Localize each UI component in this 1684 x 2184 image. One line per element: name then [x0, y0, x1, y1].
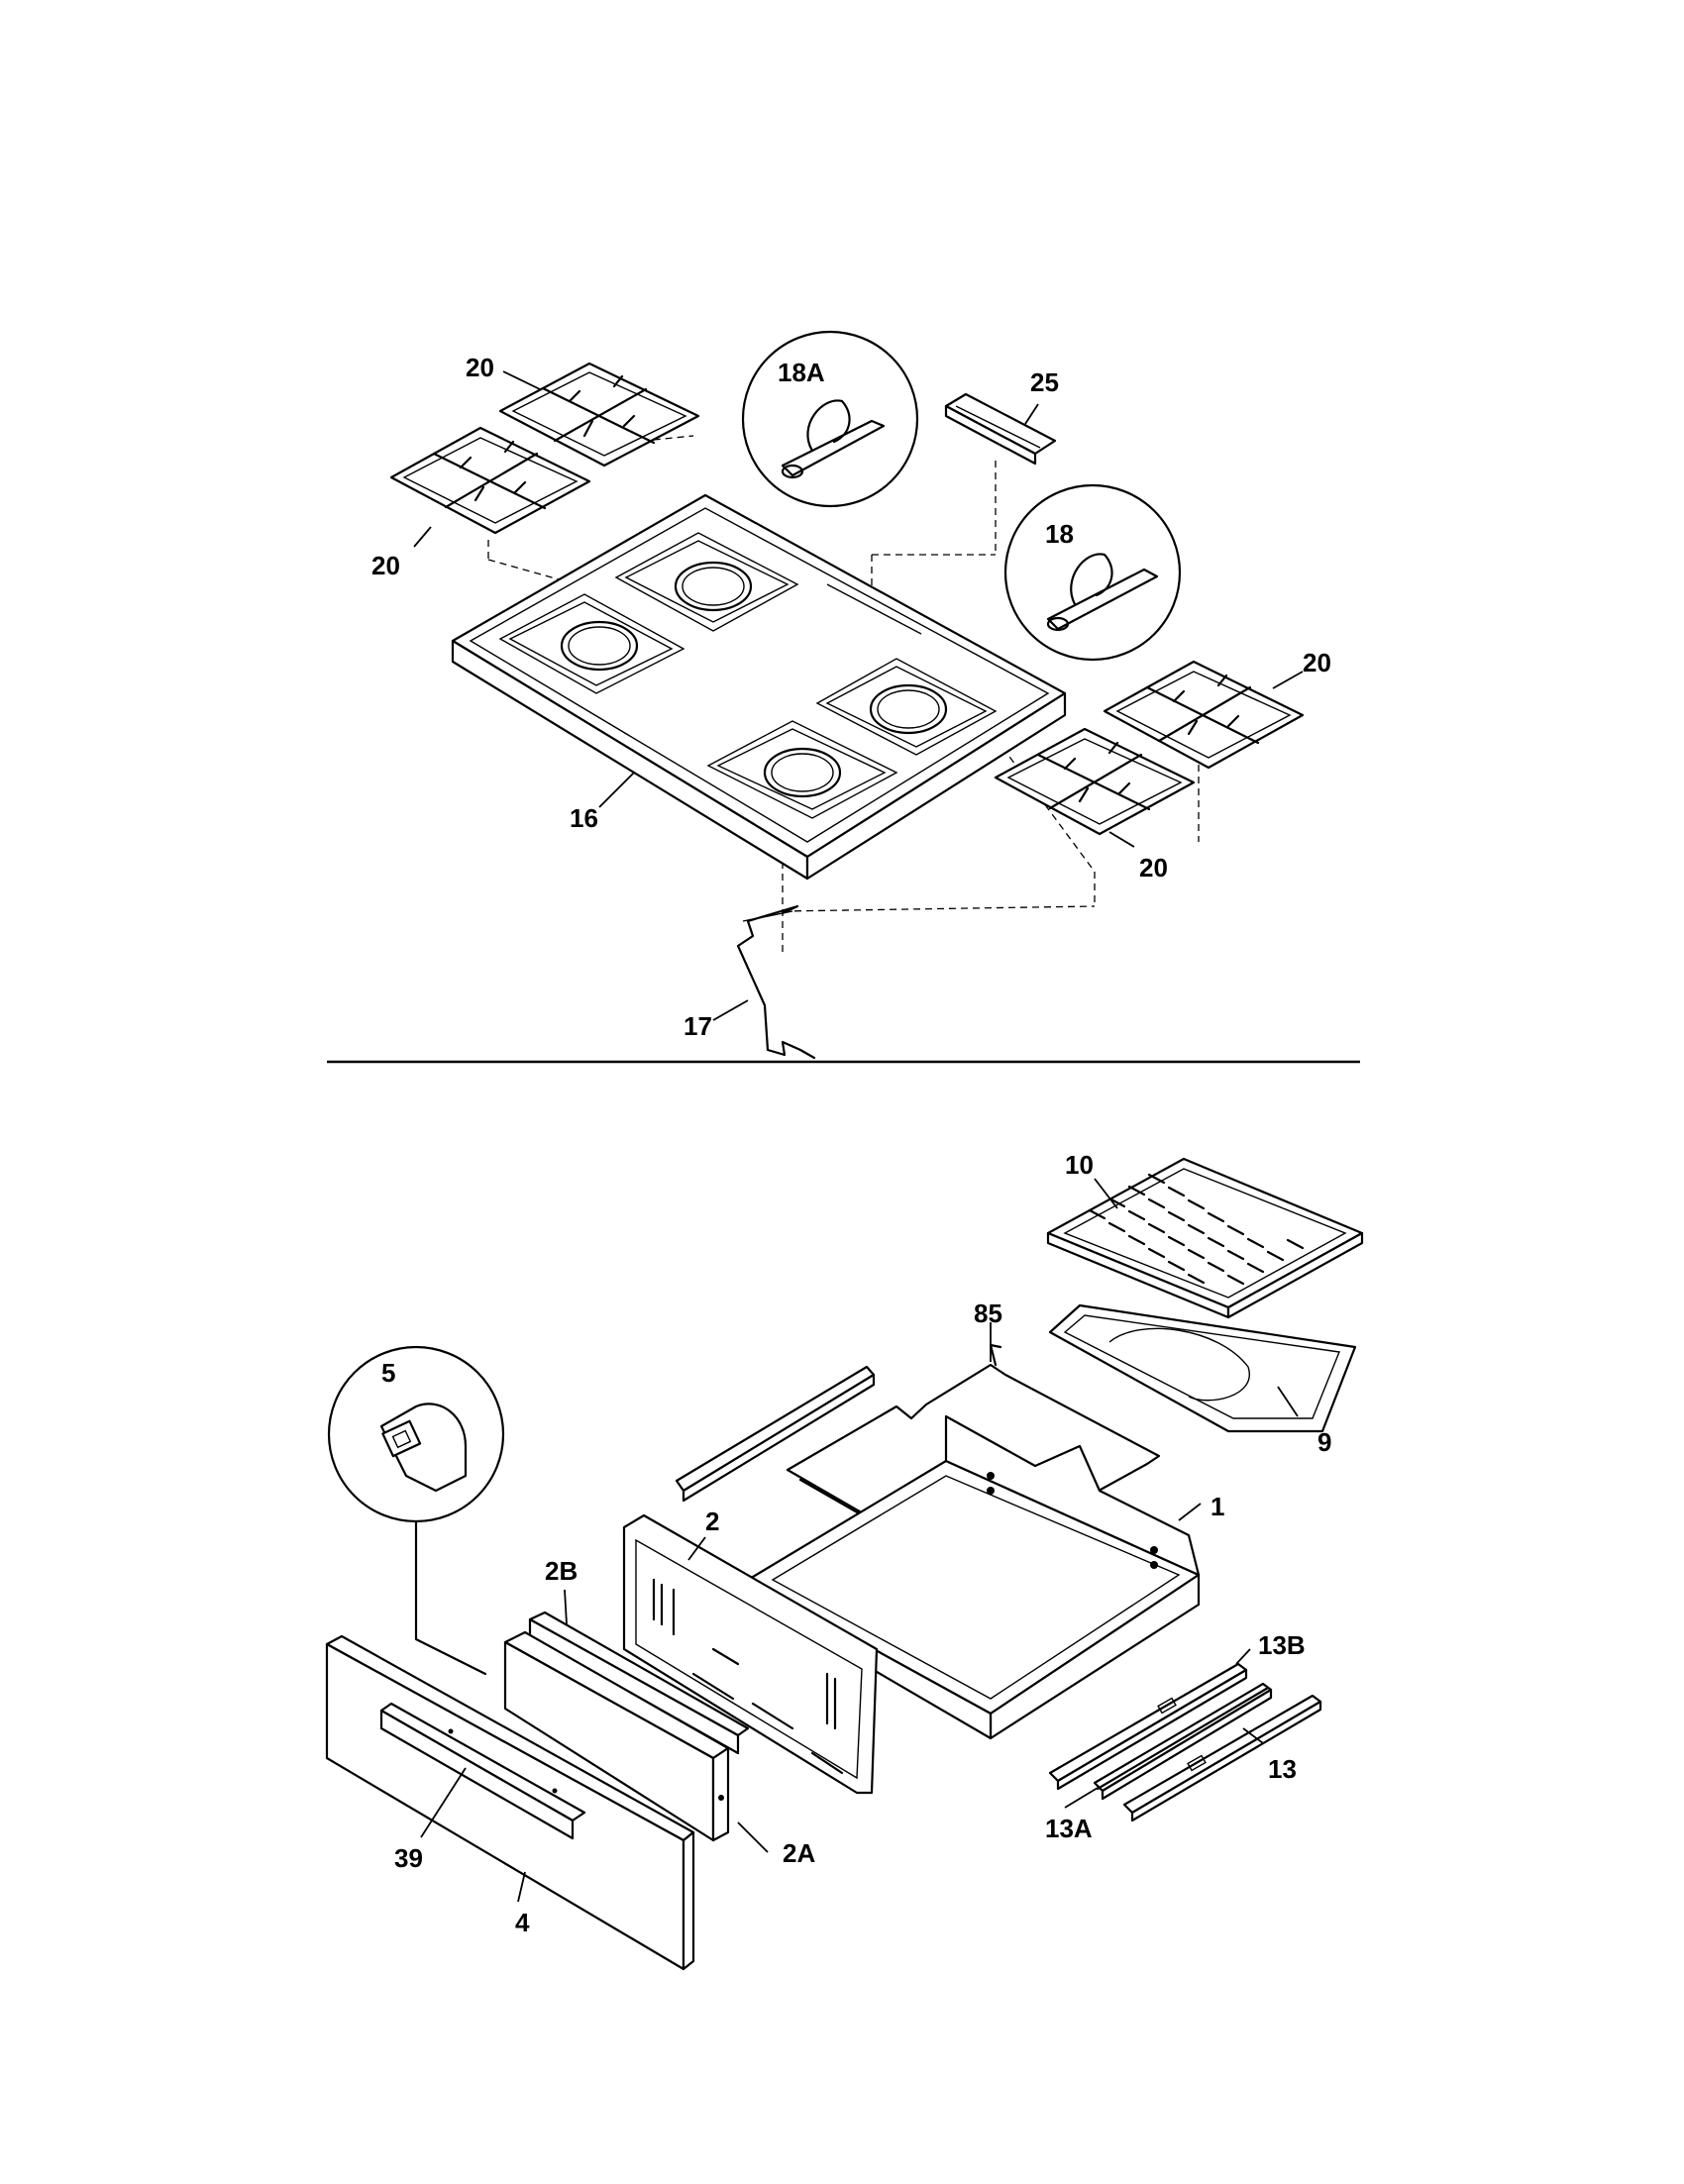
label-13: 13 [1268, 1754, 1297, 1784]
panel-2a [503, 1630, 730, 1842]
label-20-bottom-right: 20 [1139, 853, 1168, 883]
label-20-top-left: 20 [466, 353, 494, 382]
side-rail-left [675, 1365, 876, 1503]
drawer-handle [379, 1702, 586, 1840]
grate-top-left-front [389, 426, 591, 535]
cooktop-main-top [451, 493, 1067, 881]
label-5: 5 [381, 1358, 395, 1388]
label-2: 2 [705, 1507, 719, 1536]
rail-13b [1048, 1662, 1248, 1791]
label-13b: 13B [1258, 1630, 1306, 1660]
label-25: 25 [1030, 367, 1059, 397]
part-labels: 20 20 18A 25 18 20 20 16 17 10 85 9 5 1 … [371, 353, 1331, 1937]
label-10: 10 [1065, 1150, 1094, 1180]
label-85: 85 [974, 1299, 1002, 1328]
connector-line-5 [414, 1519, 487, 1676]
label-1: 1 [1210, 1492, 1224, 1521]
label-18a: 18A [778, 358, 825, 387]
label-39: 39 [394, 1843, 423, 1873]
grate-bottom-right-front [994, 727, 1196, 836]
label-16: 16 [570, 803, 598, 833]
part-25-clip [944, 392, 1057, 466]
rail-13a [1093, 1682, 1273, 1801]
grate-bottom-right-rear [1103, 660, 1305, 770]
detail-5 [327, 1345, 505, 1523]
label-13a: 13A [1045, 1814, 1093, 1843]
label-18: 18 [1045, 519, 1074, 549]
broiler-grid [1046, 1157, 1364, 1319]
drawer-back-panel [622, 1513, 879, 1795]
detail-18a [741, 330, 919, 508]
label-2b: 2B [545, 1556, 578, 1586]
broiler-pan [1048, 1303, 1357, 1433]
grate-top-left-rear [498, 362, 700, 468]
detail-18 [1003, 483, 1182, 662]
label-4: 4 [515, 1908, 530, 1937]
leader-lines [413, 370, 1304, 1903]
label-20-right: 20 [1303, 648, 1331, 677]
rail-13 [1122, 1694, 1322, 1822]
label-9: 9 [1317, 1427, 1331, 1457]
label-17: 17 [684, 1011, 712, 1041]
label-2a: 2A [783, 1838, 815, 1868]
part-17-wire [736, 904, 816, 1060]
label-20-left: 20 [371, 551, 400, 580]
